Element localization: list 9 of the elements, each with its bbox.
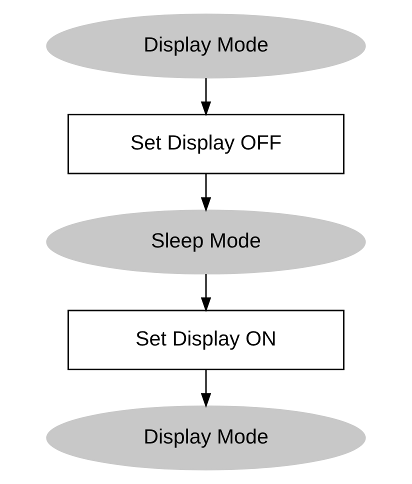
arrow xyxy=(200,274,212,312)
arrow xyxy=(200,369,212,408)
arrow xyxy=(200,174,212,212)
node-ellipse: Display Mode xyxy=(46,406,366,470)
node-box: Set Display ON xyxy=(68,310,344,370)
node-ellipse: Sleep Mode xyxy=(46,210,366,274)
node-box: Set Display OFF xyxy=(68,114,344,174)
arrow xyxy=(200,78,212,116)
node-ellipse: Display Mode xyxy=(46,14,366,78)
